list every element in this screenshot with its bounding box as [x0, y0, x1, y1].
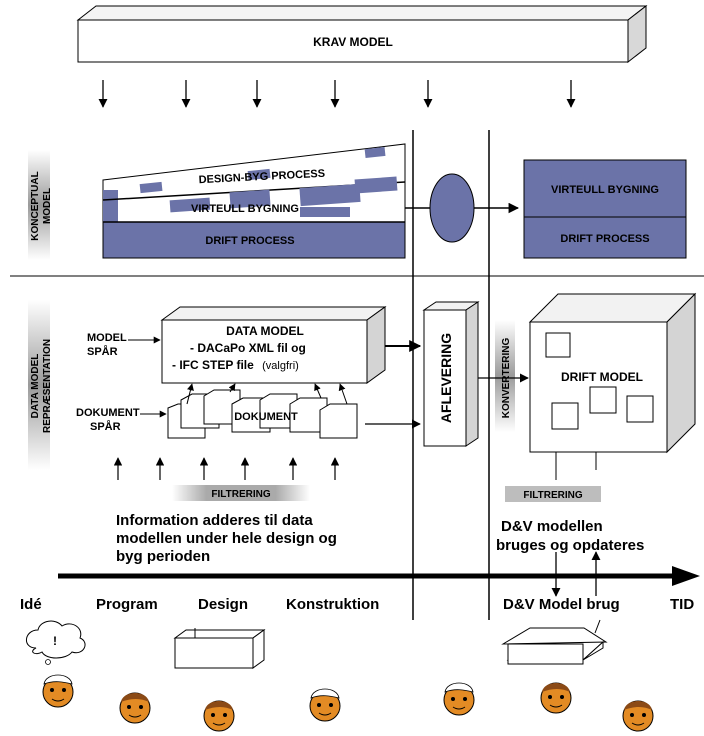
note-right-line2: bruges og opdateres: [496, 537, 644, 554]
krav-model-title: KRAV MODEL: [313, 35, 393, 49]
doc-track-line1: DOKUMENT: [76, 407, 140, 419]
person-avatar-4: [309, 688, 341, 722]
side-label-data-model: DATA MODEL REPRÆSENTATION: [28, 300, 53, 470]
filter-right-bg: [505, 486, 601, 502]
svg-text:!: !: [53, 634, 57, 648]
svg-text:REPRÆSENTATION: REPRÆSENTATION: [42, 339, 53, 433]
document-stack: [167, 389, 358, 439]
note-right-line1: D&V modellen: [501, 518, 603, 535]
time-axis-label: TID: [670, 596, 694, 613]
right-drift-process: DRIFT PROCESS: [560, 233, 649, 245]
drift-model-label: DRIFT MODEL: [561, 370, 643, 384]
requirement-arrows: [98, 80, 576, 108]
right-conceptual-box: VIRTEULL BYGNING DRIFT PROCESS: [523, 159, 687, 259]
conceptual-wedge: DESIGN-BYG PROCESS VIRTEULL BYGNING DRIF…: [102, 143, 406, 259]
idea-cloud-icon: !: [26, 620, 86, 665]
krav-model-bar: KRAV MODEL: [76, 4, 648, 64]
phase-dv-usage: D&V Model brug: [503, 596, 620, 613]
filter-left-label: FILTRERING: [211, 489, 270, 500]
data-model-line2: - IFC STEP file (valgfri): [172, 358, 299, 372]
side-label-conceptual: KONCEPTUAL MODEL: [28, 150, 53, 260]
svg-text:DATA MODEL: DATA MODEL: [30, 354, 41, 419]
model-track-line2: SPÅR: [87, 345, 118, 358]
data-model-title: DATA MODEL: [226, 324, 304, 338]
conversion-bg: [495, 320, 515, 432]
document-up-links: [186, 383, 348, 405]
note-left-line1: Information adderes til data: [116, 512, 313, 529]
right-virtual-building: VIRTEULL BYGNING: [551, 184, 659, 196]
phase-program: Program: [96, 596, 158, 613]
phase-labels: Idé Program Design Konstruktion D&V Mode…: [20, 596, 694, 613]
doc-track-line2: SPÅR: [90, 420, 121, 433]
handover-label: AFLEVERING: [438, 333, 454, 423]
drift-model-box: DRIFT MODEL: [528, 292, 697, 454]
phase-construction: Konstruktion: [286, 596, 379, 613]
data-model-line1: - DACaPo XML fil og: [190, 341, 306, 355]
person-avatar-5: [443, 682, 475, 716]
svg-text:KONCEPTUAL: KONCEPTUAL: [30, 171, 41, 240]
phase-ide: Idé: [20, 596, 42, 613]
person-avatar-2: [119, 692, 151, 724]
documents-label: DOKUMENT: [234, 411, 298, 423]
model-track-line1: MODEL: [87, 332, 127, 344]
note-left-line3: byg perioden: [116, 548, 210, 565]
phase-design: Design: [198, 596, 248, 613]
data-model-box: DATA MODEL - DACaPo XML fil og - IFC STE…: [160, 306, 387, 384]
wedge-drift-process: DRIFT PROCESS: [205, 235, 294, 247]
handover-ellipse: [429, 173, 475, 243]
svg-text:MODEL: MODEL: [42, 188, 53, 224]
information-up-arrows: [113, 457, 340, 480]
house-sketch-icon: [501, 619, 608, 665]
drift-model-ties: [555, 452, 597, 480]
wedge-virtual-building: VIRTEULL BYGNING: [191, 203, 299, 215]
time-axis-head: [672, 566, 700, 586]
person-avatar-3: [203, 700, 235, 732]
building-sketch-icon: [173, 628, 266, 669]
person-avatar-7: [622, 700, 654, 732]
person-avatar-6: [540, 682, 572, 714]
filter-right-label: FILTRERING: [523, 490, 582, 501]
handover-box: AFLEVERING: [422, 301, 480, 447]
note-left-line2: modellen under hele design og: [116, 530, 337, 547]
person-avatar-1: [42, 674, 74, 708]
filter-left-bg: [172, 485, 310, 501]
